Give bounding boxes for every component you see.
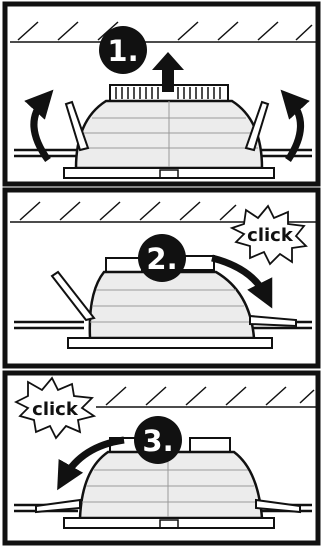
click-burst-2: click bbox=[16, 378, 94, 438]
spring-clip-left bbox=[52, 272, 94, 320]
panel-3: 3. click bbox=[14, 378, 316, 528]
ceiling-hatch bbox=[10, 22, 316, 42]
ceiling-hatch bbox=[96, 387, 316, 407]
click-label-2: click bbox=[32, 399, 79, 420]
step-number-3: 3. bbox=[142, 424, 173, 458]
click-label-1: click bbox=[247, 225, 294, 246]
panel-1: 1. bbox=[10, 22, 316, 178]
panel-2: 2. click bbox=[10, 202, 316, 348]
downlight-lamp bbox=[64, 85, 274, 178]
step-badge-1: 1. bbox=[99, 26, 147, 74]
step-badge-3: 3. bbox=[134, 416, 182, 464]
step-number-1: 1. bbox=[107, 34, 138, 68]
spring-clip-right bbox=[250, 316, 296, 326]
click-burst-1: click bbox=[232, 206, 306, 264]
step-number-2: 2. bbox=[146, 242, 177, 276]
step-badge-2: 2. bbox=[138, 234, 186, 282]
